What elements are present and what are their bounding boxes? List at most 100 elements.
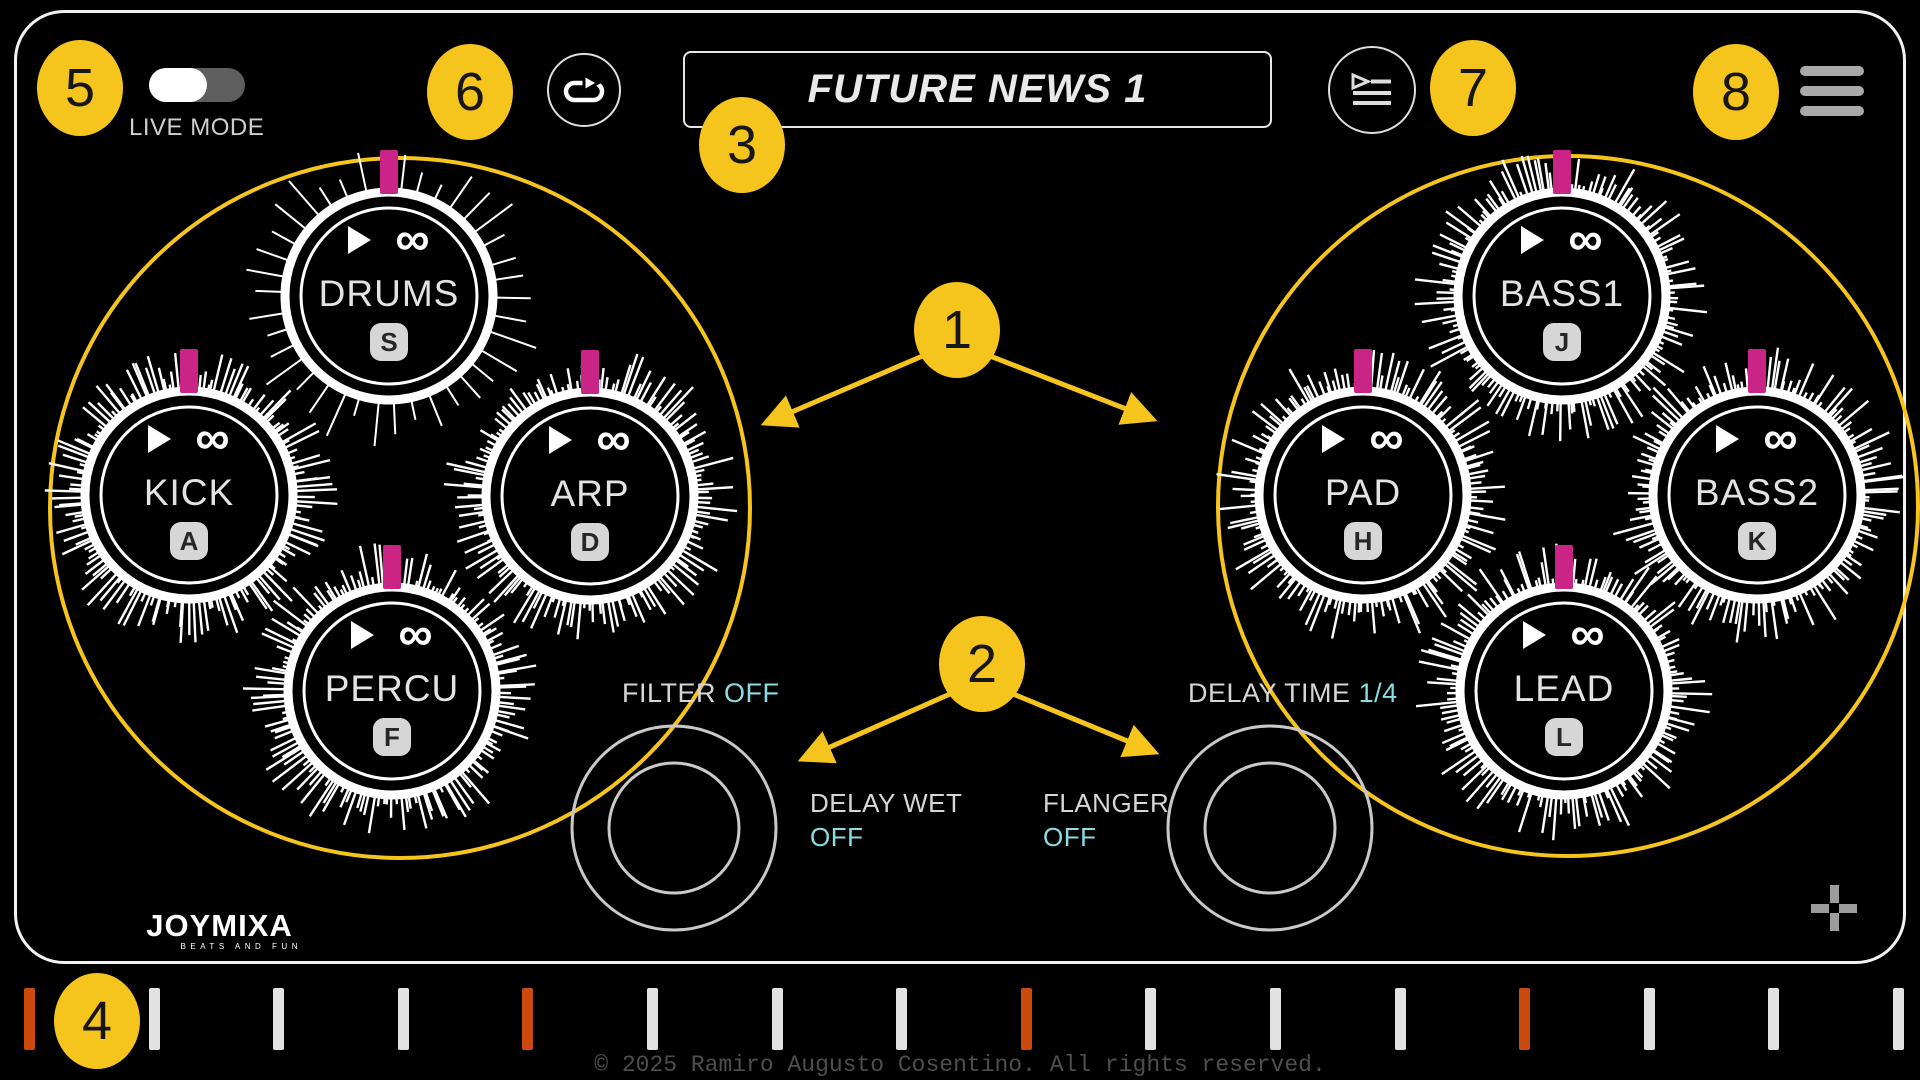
beat-tick (1643, 988, 1655, 1050)
filter-value: OFF (724, 678, 780, 708)
infinity-icon: ∞ (395, 213, 430, 266)
knob-position-marker (1555, 545, 1573, 589)
beat-tick (1893, 988, 1904, 1050)
key-badge: F (373, 718, 411, 756)
infinity-icon: ∞ (398, 608, 433, 661)
delay-time-knob[interactable] (1165, 723, 1375, 933)
pad-knob-pad[interactable]: ∞ PAD H (1213, 345, 1513, 645)
knob-position-marker (581, 350, 599, 394)
pad-name: KICK (143, 472, 235, 513)
infinity-icon: ∞ (1570, 608, 1605, 661)
play-icon (1523, 621, 1547, 649)
delay-time-label: DELAY TIME 1/4 (1188, 678, 1398, 708)
play-icon (1521, 226, 1545, 254)
key-badge: S (370, 323, 408, 361)
key-badge: H (1344, 522, 1382, 560)
pad-knob-lead[interactable]: ∞ LEAD L (1414, 541, 1714, 841)
beat-tick (24, 988, 35, 1050)
playlist-icon (1351, 72, 1391, 105)
pad-name: PAD (1324, 472, 1402, 513)
play-icon (1322, 425, 1346, 453)
knob-position-marker (383, 545, 401, 589)
toggle-thumb (149, 68, 207, 102)
pad-knob-percu[interactable]: ∞ PERCU F (242, 541, 542, 841)
knob-position-marker (1553, 150, 1571, 194)
beat-tick (522, 988, 534, 1050)
annotation-6: 6 (427, 44, 513, 140)
key-badge: D (571, 523, 609, 561)
song-title-box[interactable]: FUTURE NEWS 1 (683, 51, 1272, 128)
annotation-8: 8 (1693, 44, 1779, 140)
left-deck-circle (48, 156, 752, 860)
beat-tick (397, 988, 409, 1050)
pad-knob-drums[interactable]: ∞ DRUMS S (239, 146, 539, 446)
pad-name: BASS1 (1499, 273, 1625, 314)
loop-icon (563, 75, 605, 103)
annotation-3: 3 (699, 97, 785, 193)
key-badge: A (170, 522, 208, 560)
play-icon (348, 226, 372, 254)
annotation-5: 5 (37, 40, 123, 136)
infinity-icon: ∞ (1763, 412, 1798, 465)
center-view-button[interactable] (1808, 882, 1860, 934)
annotation-4: 4 (54, 973, 140, 1069)
beat-tick (273, 988, 285, 1050)
beat-tick (896, 988, 908, 1050)
filter-knob[interactable] (569, 723, 779, 933)
knob-position-marker (1748, 349, 1766, 393)
joymixa-logo[interactable]: JOYMIXA BEATS AND FUN (137, 910, 302, 952)
flanger-value: OFF (1043, 822, 1097, 852)
beat-tick (1020, 988, 1032, 1050)
pad-knob-arp[interactable]: ∞ ARP D (440, 346, 740, 646)
play-icon (351, 621, 375, 649)
beat-tick (148, 988, 160, 1050)
live-mode-toggle[interactable] (149, 68, 245, 102)
crosshair-icon (1811, 885, 1857, 931)
beat-tick (771, 988, 783, 1050)
play-icon (148, 425, 172, 453)
beat-timeline (0, 988, 1920, 1052)
infinity-icon: ∞ (1369, 412, 1404, 465)
delay-wet-label: DELAY WET OFF (810, 788, 963, 852)
beat-tick (1270, 988, 1281, 1050)
play-icon (549, 426, 573, 454)
pad-name: PERCU (324, 668, 460, 709)
beat-tick (1768, 988, 1780, 1050)
filter-label: FILTER OFF (622, 678, 780, 708)
annotation-2: 2 (939, 616, 1025, 712)
infinity-icon: ∞ (1568, 213, 1603, 266)
pad-name: BASS2 (1694, 472, 1820, 513)
copyright-text: © 2025 Ramiro Augusto Cosentino. All rig… (594, 1052, 1326, 1078)
key-badge: J (1543, 323, 1581, 361)
pad-knob-bass2[interactable]: ∞ BASS2 K (1607, 345, 1907, 645)
pad-knob-bass1[interactable]: ∞ BASS1 J (1412, 146, 1712, 446)
delay-wet-value: OFF (810, 822, 864, 852)
annotation-1: 1 (914, 282, 1000, 378)
menu-button[interactable] (1800, 66, 1864, 116)
annotation-7: 7 (1430, 40, 1516, 136)
key-badge: L (1545, 718, 1583, 756)
beat-tick (1145, 988, 1157, 1050)
key-badge: K (1738, 522, 1776, 560)
infinity-icon: ∞ (195, 412, 230, 465)
beat-tick (1394, 988, 1406, 1050)
pad-name: LEAD (1513, 668, 1615, 709)
hamburger-icon (1800, 66, 1864, 76)
playlist-button[interactable] (1328, 46, 1416, 134)
delay-time-value: 1/4 (1358, 678, 1398, 708)
knob-position-marker (1354, 349, 1372, 393)
pad-name: ARP (550, 473, 630, 514)
play-icon (1716, 425, 1740, 453)
song-title: FUTURE NEWS 1 (807, 67, 1148, 111)
beat-tick (1519, 988, 1531, 1050)
knob-position-marker (180, 349, 198, 393)
live-mode-label: LIVE MODE (129, 114, 265, 141)
logo-tagline: BEATS AND FUN (180, 942, 302, 951)
pad-name: DRUMS (318, 273, 460, 314)
infinity-icon: ∞ (596, 413, 631, 466)
knob-position-marker (380, 150, 398, 194)
loop-button[interactable] (547, 53, 621, 127)
pad-knob-kick[interactable]: ∞ KICK A (39, 345, 339, 645)
beat-tick (647, 988, 658, 1050)
